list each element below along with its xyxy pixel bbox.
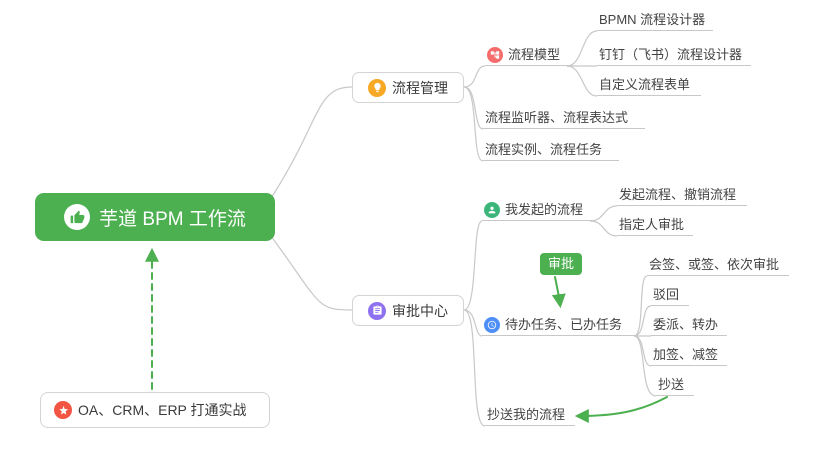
connector	[589, 205, 618, 222]
node-delegate-transfer[interactable]: 委派、转办	[651, 314, 727, 336]
branch-label: 流程管理	[392, 79, 448, 96]
connector	[633, 335, 652, 367]
node-designated-approver[interactable]: 指定人审批	[617, 214, 693, 236]
approval-badge: 审批	[540, 253, 583, 275]
connector	[463, 220, 483, 311]
node-dingtalk-designer[interactable]: 钉钉（飞书）流程设计器	[597, 44, 751, 66]
node-label: 指定人审批	[619, 217, 685, 232]
node-label: 委派、转办	[653, 317, 719, 332]
node-label: 我发起的流程	[505, 202, 584, 217]
thumbs-up-icon	[64, 204, 91, 230]
node-label: 加签、减签	[653, 347, 719, 362]
node-label: 发起流程、撤销流程	[619, 187, 737, 202]
branch-process-management[interactable]: 流程管理	[352, 72, 464, 103]
node-cc-my-process[interactable]: 抄送我的流程	[485, 404, 575, 426]
node-oa-crm-erp-integration[interactable]: OA、CRM、ERP 打通实战	[40, 392, 270, 428]
clipboard-icon	[368, 301, 386, 320]
node-add-remove-sign[interactable]: 加签、减签	[651, 344, 727, 366]
node-listener-expression[interactable]: 流程监听器、流程表达式	[483, 107, 645, 129]
root-label: 芋道 BPM 工作流	[99, 208, 246, 230]
branch-approval-center[interactable]: 审批中心	[352, 295, 464, 326]
node-instance-task[interactable]: 流程实例、流程任务	[483, 139, 619, 161]
mindmap-root-node[interactable]: 芋道 BPM 工作流	[35, 193, 275, 241]
node-todo-done-tasks[interactable]: 待办任务、已办任务	[482, 314, 638, 336]
node-label: BPMN 流程设计器	[599, 12, 706, 27]
node-countersign-orsign-sequential[interactable]: 会签、或签、依次审批	[647, 254, 789, 276]
lightbulb-icon	[368, 78, 386, 97]
connector	[589, 220, 618, 237]
node-label: 待办任务、已办任务	[505, 317, 623, 332]
connector	[463, 65, 486, 88]
connector	[463, 309, 483, 337]
node-label: 抄送	[658, 377, 685, 392]
cc-flow-arrow	[574, 396, 668, 423]
node-my-initiated-process[interactable]: 我发起的流程	[482, 199, 594, 221]
node-custom-form[interactable]: 自定义流程表单	[597, 74, 701, 96]
node-reject[interactable]: 驳回	[651, 284, 689, 306]
model-icon	[487, 46, 503, 63]
node-label: 钉钉（飞书）流程设计器	[599, 47, 743, 62]
connector-root-approval-center	[267, 231, 353, 311]
node-initiate-revoke[interactable]: 发起流程、撤销流程	[617, 184, 747, 206]
connector	[463, 86, 484, 162]
connector	[463, 86, 484, 130]
person-icon	[484, 201, 500, 218]
node-cc[interactable]: 抄送	[656, 374, 694, 396]
node-label: OA、CRM、ERP 打通实战	[78, 402, 247, 418]
star-icon	[54, 401, 72, 419]
node-label: 抄送我的流程	[487, 407, 566, 422]
node-label: 流程实例、流程任务	[485, 142, 603, 157]
node-label: 会签、或签、依次审批	[649, 257, 780, 272]
connector	[566, 65, 598, 97]
node-label: 流程监听器、流程表达式	[485, 110, 629, 125]
connector-root-process-mgmt	[267, 86, 353, 204]
connector	[566, 30, 598, 67]
node-process-model[interactable]: 流程模型	[485, 44, 571, 66]
branch-label: 审批中心	[392, 302, 448, 319]
approval-badge-label: 审批	[548, 256, 575, 271]
approval-flow-arrow	[551, 276, 566, 309]
node-label: 自定义流程表单	[599, 77, 691, 92]
node-label: 流程模型	[508, 47, 561, 62]
node-label: 驳回	[653, 287, 680, 302]
clock-icon	[484, 316, 500, 333]
node-bpmn-designer[interactable]: BPMN 流程设计器	[597, 9, 713, 31]
